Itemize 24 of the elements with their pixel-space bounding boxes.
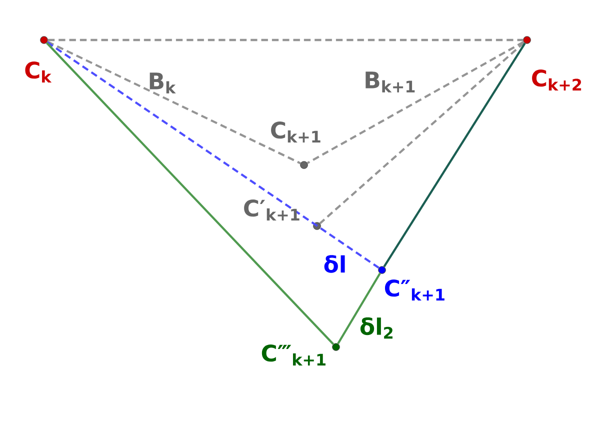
point: [378, 266, 386, 274]
point-label: C‴$_{k+1}$: [262, 344, 326, 366]
line: [383, 42, 526, 268]
edge-label: B$_{k}$: [150, 72, 176, 94]
line: [46, 41, 380, 269]
edge-label: B$_{k+1}$: [366, 72, 415, 92]
point-label: C$_{k+2}$: [532, 70, 582, 90]
line: [46, 42, 334, 345]
point-label: C$_{k+1}$: [271, 122, 320, 142]
line: [319, 42, 525, 224]
line: [47, 40, 301, 164]
point-label: C″$_{k+1}$: [384, 280, 444, 300]
point: [332, 343, 340, 351]
line: [48, 38, 524, 42]
point: [313, 222, 321, 230]
edge-label: δl$_{2}$: [360, 317, 392, 339]
edge-label: δl: [324, 255, 345, 273]
line: [306, 40, 524, 164]
point-label: C$_{k}$: [25, 62, 52, 82]
point-label: C′$_{k+1}$: [244, 200, 300, 220]
point: [40, 36, 48, 44]
line: [337, 272, 381, 344]
point: [523, 36, 531, 44]
point: [300, 161, 308, 169]
